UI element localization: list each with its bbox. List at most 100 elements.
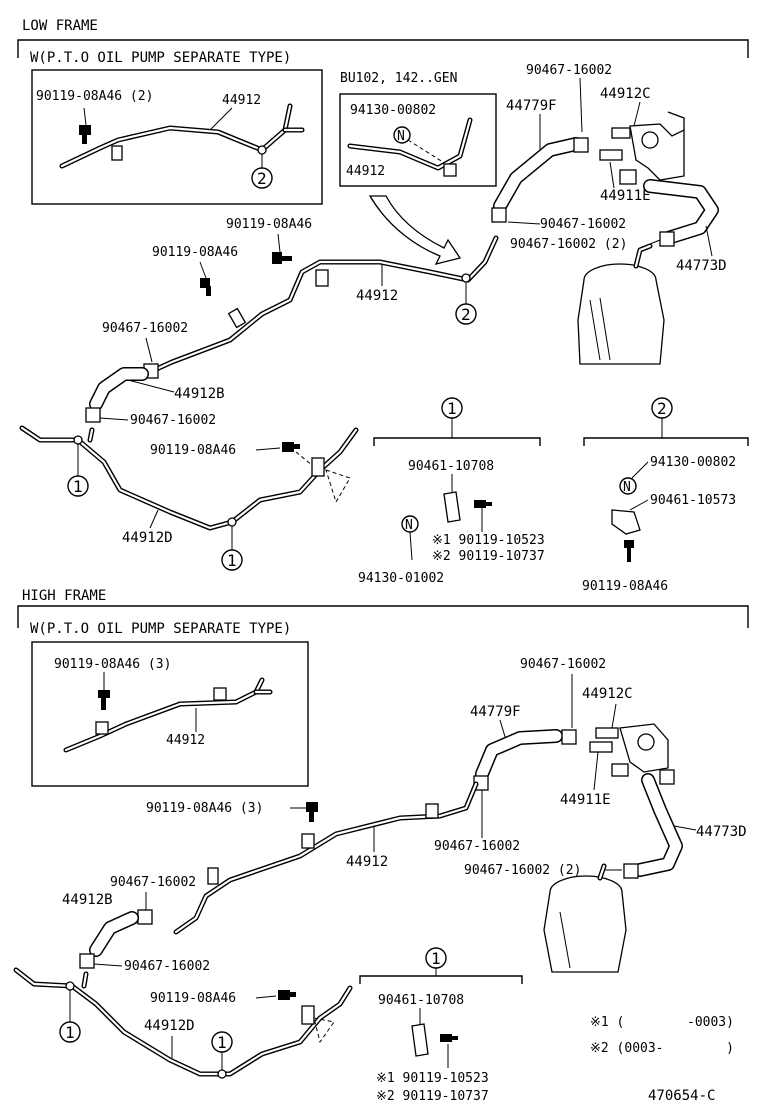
high-pipe-d-label: 44912D bbox=[144, 1018, 195, 1034]
high-d1-head: 1 bbox=[431, 949, 441, 968]
low-marker-d: 1 bbox=[227, 551, 237, 570]
low-inset-pipe bbox=[59, 103, 305, 169]
low-main-pipe-label: 44912 bbox=[356, 288, 398, 304]
low-union-c-label: 44912C bbox=[600, 86, 651, 102]
low-marker-l: 1 bbox=[73, 477, 83, 496]
low-main-marker: 2 bbox=[461, 305, 471, 324]
high-marker-d: 1 bbox=[217, 1033, 227, 1052]
low-variant-pipe bbox=[347, 117, 473, 171]
clamp-icon bbox=[411, 1023, 429, 1057]
joint-icon bbox=[65, 981, 75, 991]
leader bbox=[145, 337, 153, 363]
low-variant-part: 94130-00802 bbox=[350, 103, 436, 118]
low-clamp-mid-label: 90467-16002 bbox=[540, 217, 626, 232]
high-frame-section: HIGH FRAME W(P.T.O OIL PUMP SEPARATE TYP… bbox=[13, 588, 749, 1104]
low-hose-b bbox=[89, 367, 149, 411]
leader bbox=[199, 261, 207, 279]
low-frame-section: LOW FRAME W(P.T.O OIL PUMP SEPARATE TYPE… bbox=[17, 18, 749, 594]
leader bbox=[705, 225, 713, 257]
high-hose-d bbox=[633, 773, 683, 877]
low-d2-head: 2 bbox=[657, 399, 667, 418]
bolt-icon bbox=[278, 990, 296, 1000]
high-union-e-label: 44911E bbox=[560, 792, 611, 808]
leader bbox=[611, 703, 617, 729]
high-clamp-mid-label: 90467-16002 bbox=[434, 839, 520, 854]
marker-circle bbox=[221, 549, 243, 571]
low-d1-head: 1 bbox=[447, 399, 457, 418]
high-hose-b bbox=[89, 911, 139, 957]
hose-clamp-icon bbox=[79, 953, 95, 969]
hose-clamp-icon bbox=[137, 909, 153, 925]
high-subtitle: W(P.T.O OIL PUMP SEPARATE TYPE) bbox=[30, 621, 291, 637]
leader bbox=[593, 751, 599, 791]
high-main-pipe-label: 44912 bbox=[346, 854, 388, 870]
reservoir-tank bbox=[543, 863, 627, 973]
clip-icon bbox=[95, 721, 109, 735]
leader bbox=[673, 825, 697, 831]
bolt-icon bbox=[440, 1034, 458, 1042]
joint-icon bbox=[217, 1069, 227, 1079]
high-union-c-label: 44912C bbox=[582, 686, 633, 702]
joint-icon bbox=[227, 517, 237, 527]
pump-fitting-icon bbox=[589, 723, 675, 785]
clip-icon bbox=[111, 145, 123, 161]
high-hose-f bbox=[475, 729, 563, 781]
joint-icon bbox=[461, 273, 471, 283]
note-1: ※1 ( -0003) bbox=[590, 1015, 734, 1030]
high-clamp-top-label: 90467-16002 bbox=[520, 657, 606, 672]
low-hose-d-label: 44773D bbox=[676, 258, 727, 274]
low-bolt-b-label: 90119-08A46 bbox=[152, 245, 238, 260]
dashed-bracket bbox=[325, 469, 351, 504]
low-clamp-l1-label: 90467-16002 bbox=[102, 321, 188, 336]
detail-bracket bbox=[359, 975, 523, 984]
marker-circle bbox=[67, 475, 89, 497]
low-hose-f-label: 44779F bbox=[506, 98, 557, 114]
low-inset-pipe-label: 44912 bbox=[222, 93, 261, 108]
low-d1-nut: 94130-01002 bbox=[358, 571, 444, 586]
leader bbox=[277, 233, 281, 253]
low-clamp-top-label: 90467-16002 bbox=[526, 63, 612, 78]
joint-icon bbox=[73, 435, 83, 445]
clip-icon bbox=[301, 833, 315, 849]
leader bbox=[255, 447, 281, 451]
dashed-bracket bbox=[313, 1017, 335, 1044]
n-marker bbox=[393, 126, 411, 144]
marker-circle bbox=[455, 303, 477, 325]
clamp-icon bbox=[443, 491, 461, 523]
clip-icon bbox=[213, 687, 227, 701]
bolt-icon bbox=[624, 540, 634, 562]
low-d1-bolt1: ※1 90119-10523 bbox=[432, 533, 545, 548]
low-bolt-c-label: 90119-08A46 bbox=[150, 443, 236, 458]
high-bracket-line bbox=[17, 605, 749, 628]
high-clamp-two-label: 90467-16002 (2) bbox=[464, 863, 581, 878]
leader bbox=[83, 107, 87, 126]
bolt-icon bbox=[200, 278, 211, 296]
low-d2-clamp-label: 90461-10573 bbox=[650, 493, 736, 508]
high-bolt-c-label: 90119-08A46 bbox=[150, 991, 236, 1006]
high-d1-bolt1: ※1 90119-10523 bbox=[376, 1071, 489, 1086]
low-union-e-label: 44911E bbox=[600, 188, 651, 204]
reservoir-tank bbox=[577, 243, 665, 365]
clamp-icon bbox=[301, 1005, 315, 1025]
hose-clamp-icon bbox=[573, 137, 589, 153]
low-d1-bolt2: ※2 90119-10737 bbox=[432, 549, 545, 564]
clamp-icon bbox=[311, 457, 325, 477]
low-d2-bolt: 90119-08A46 bbox=[582, 579, 668, 594]
leader bbox=[499, 719, 507, 741]
leader bbox=[507, 221, 541, 225]
leader bbox=[93, 963, 123, 967]
low-subtitle: W(P.T.O OIL PUMP SEPARATE TYPE) bbox=[30, 50, 291, 66]
clip-icon bbox=[425, 803, 439, 819]
hose-clamp-icon bbox=[561, 729, 577, 745]
leader bbox=[209, 107, 233, 131]
high-frame-title: HIGH FRAME bbox=[22, 588, 106, 604]
high-hose-d-label: 44773D bbox=[696, 824, 747, 840]
detail-bracket bbox=[373, 437, 541, 446]
low-hose-f bbox=[493, 137, 583, 213]
low-d2-nut: 94130-00802 bbox=[650, 455, 736, 470]
high-d1-bolt2: ※2 90119-10737 bbox=[376, 1089, 489, 1104]
n-marker bbox=[619, 477, 637, 495]
bolt-icon bbox=[98, 690, 110, 710]
low-main-pipe bbox=[147, 235, 499, 375]
arrow-icon bbox=[368, 195, 462, 265]
